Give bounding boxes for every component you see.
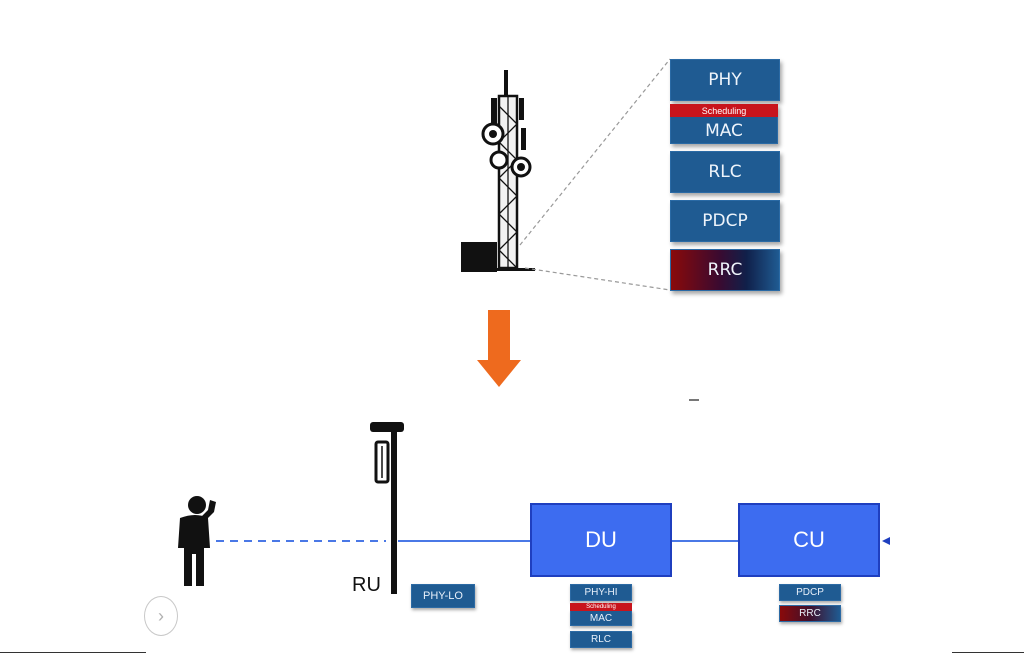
user-on-phone-icon [178,496,216,586]
layer-mac-label: MAC [705,121,743,141]
ru-label: RU [352,574,381,596]
stray-mark [689,399,699,401]
du-rlc-label: RLC [590,634,611,645]
bottom-rule-left [0,652,146,653]
du-phy-hi-label: PHY-HI [584,587,618,598]
cu-box: CU [738,503,880,577]
layer-pdcp-label: PDCP [702,211,748,231]
layer-rrc: RRC [670,249,780,291]
layer-phy-label: PHY [708,70,742,90]
connection-lines [216,537,890,545]
layer-rrc-label: RRC [707,260,743,280]
layer-rlc: RLC [670,151,780,193]
du-phy-hi: PHY-HI [570,584,632,601]
scheduling-bar: Scheduling [670,104,778,117]
cell-tower-icon [461,70,535,272]
down-arrow-icon [477,310,521,387]
cu-rrc-label: RRC [799,608,821,619]
layer-phy: PHY [670,59,780,101]
phy-lo-box: PHY-LO [411,584,475,608]
zoom-callout-lines [519,58,671,291]
cu-pdcp-label: PDCP [796,587,824,598]
du-scheduling-bar: Scheduling [570,603,632,611]
du-mac: MAC [570,610,632,626]
phy-lo-label: PHY-LO [423,590,463,602]
du-rlc: RLC [570,631,632,648]
du-scheduling-label: Scheduling [586,604,616,610]
next-slide-button[interactable]: › [144,596,178,636]
layer-rlc-label: RLC [708,162,742,182]
layer-pdcp: PDCP [670,200,780,242]
scheduling-label: Scheduling [701,105,747,116]
du-label: DU [585,527,617,552]
cu-pdcp: PDCP [779,584,841,601]
chevron-right-icon: › [158,605,164,626]
cu-label: CU [793,527,825,552]
du-box: DU [530,503,672,577]
radio-unit-pole-icon [370,422,404,594]
bottom-rule-right [952,652,1024,653]
cu-rrc: RRC [779,605,841,622]
du-mac-label: MAC [589,612,613,624]
